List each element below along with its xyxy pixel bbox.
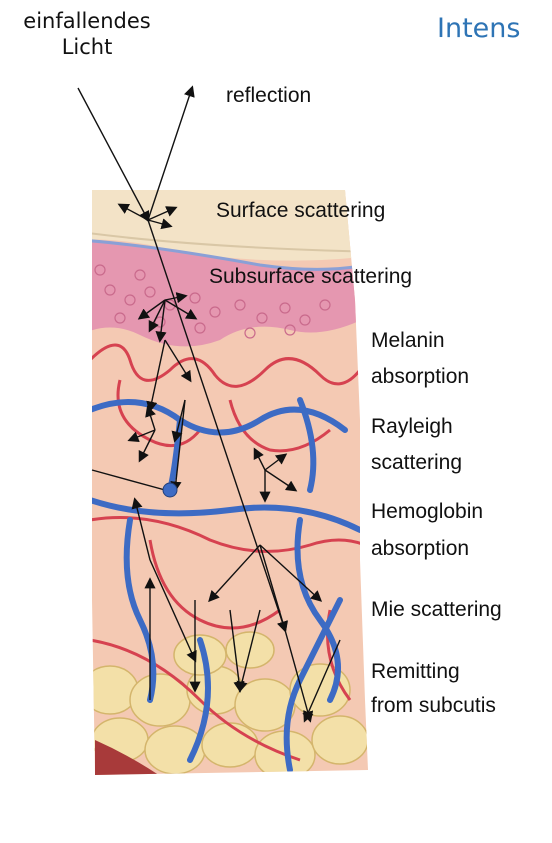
- label-hemoglobin-line2: absorption: [371, 537, 469, 561]
- label-surface-scattering: Surface scattering: [216, 199, 385, 223]
- label-rayleigh-line1: Rayleigh: [371, 415, 453, 439]
- label-rayleigh-line2: scattering: [371, 451, 462, 475]
- label-mie-scattering: Mie scattering: [371, 598, 502, 622]
- label-melanin-line1: Melanin: [371, 329, 445, 353]
- label-subsurface-scattering: Subsurface scattering: [209, 265, 412, 289]
- label-remitting-line1: Remitting: [371, 660, 460, 684]
- label-reflection: reflection: [226, 84, 311, 108]
- label-hemoglobin-line1: Hemoglobin: [371, 500, 483, 524]
- label-remitting-line2: from subcutis: [371, 694, 496, 718]
- label-melanin-line2: absorption: [371, 365, 469, 389]
